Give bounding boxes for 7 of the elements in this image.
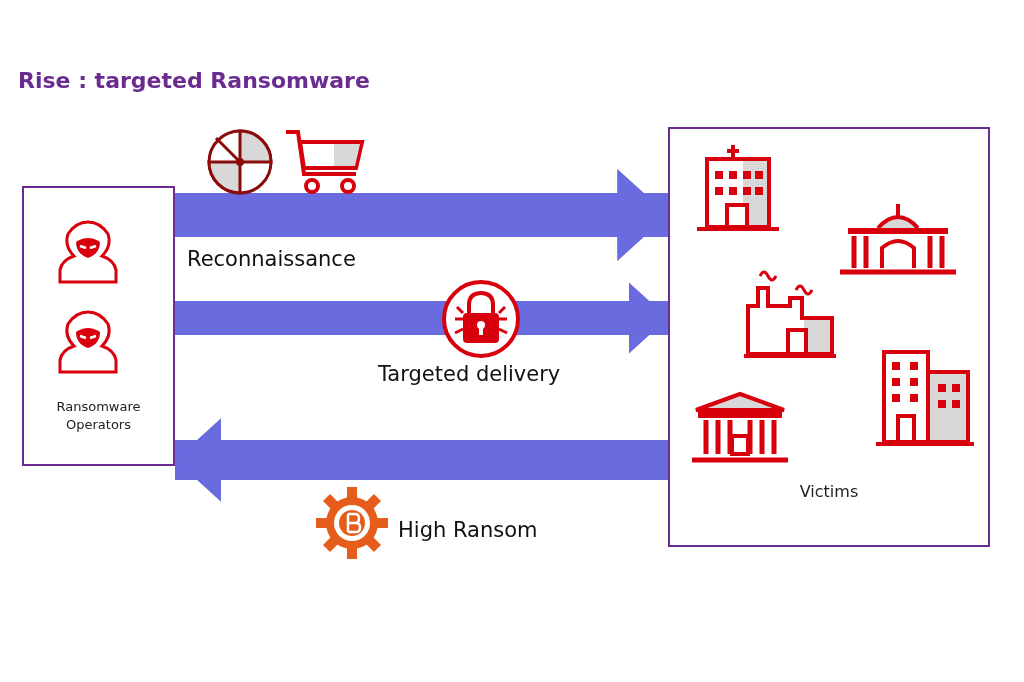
slide-title: Rise : targeted Ransomware	[18, 68, 370, 93]
block-arrow	[175, 168, 668, 262]
edge-label: Targeted delivery	[376, 362, 563, 386]
node-label: Victims	[798, 481, 860, 503]
node-label: Ransomware Operators	[55, 398, 142, 434]
block-arrow	[175, 282, 668, 354]
block-arrow	[175, 418, 668, 502]
